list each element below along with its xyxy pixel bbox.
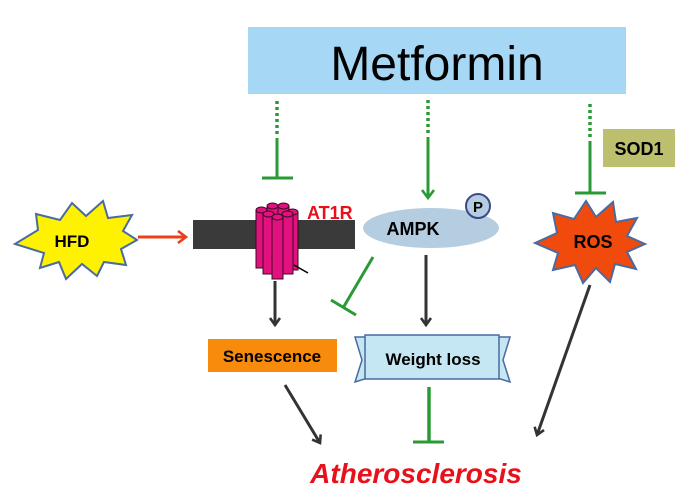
metformin-node: Metformin [248, 27, 626, 94]
hfd-label: HFD [55, 232, 90, 251]
hfd-starburst-icon [12, 199, 139, 281]
hfd-node: HFD [12, 199, 139, 281]
edge-ros-activates-atherosclerosis [537, 284, 592, 435]
inhibition-line [341, 256, 375, 309]
at1r-label: AT1R [307, 203, 353, 223]
weight-loss-box [364, 334, 500, 380]
edge-metformin-inhibits-ros [575, 104, 606, 195]
weight-loss-label: Weight loss [385, 350, 480, 369]
sod1-box [603, 129, 675, 167]
ros-starburst-icon [532, 199, 648, 285]
sod1-label: SOD1 [614, 139, 663, 159]
weight-loss-node: Weight loss [353, 334, 512, 384]
ros-label: ROS [573, 232, 612, 252]
ros-node: ROS [532, 199, 648, 285]
senescence-node: Senescence [208, 339, 337, 372]
phospho-icon [465, 193, 491, 219]
edge-senescence-activates-atherosclerosis [283, 384, 320, 443]
ampk-node: AMPK P [363, 193, 499, 248]
edge-metformin-inhibits-at1r [262, 101, 293, 180]
edge-ampk-inhibits-senescence [330, 256, 375, 317]
senescence-label: Senescence [223, 347, 321, 366]
ampk-label: AMPK [387, 219, 440, 239]
metformin-label: Metformin [330, 38, 543, 91]
edge-weight-loss-inhibits-atherosclerosis [413, 387, 444, 444]
phospho-label: P [473, 199, 483, 216]
senescence-box [208, 339, 337, 372]
inhibition-bar [330, 298, 357, 317]
metformin-box [248, 27, 626, 94]
ampk-ellipse [363, 208, 499, 248]
sod1-node: SOD1 [603, 129, 675, 167]
atherosclerosis-label: Atherosclerosis [309, 458, 522, 489]
at1r-receptor-icon [255, 202, 309, 280]
receptor-tail [293, 264, 309, 274]
